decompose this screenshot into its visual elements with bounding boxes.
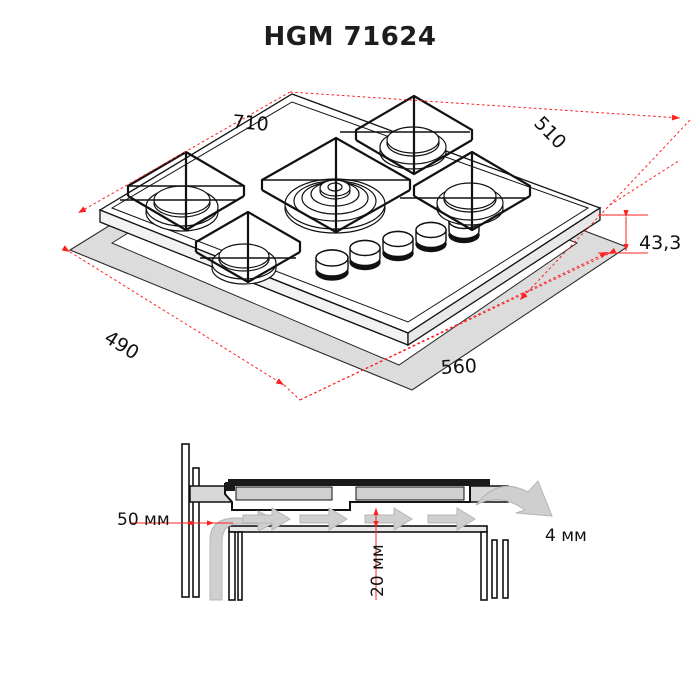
right-burner bbox=[436, 182, 504, 226]
wall bbox=[181, 443, 200, 598]
airflow-arrow bbox=[299, 507, 348, 531]
airflow-arrow bbox=[242, 507, 291, 531]
knob bbox=[349, 239, 381, 271]
knob bbox=[382, 230, 414, 262]
dim-label-710: 710 bbox=[232, 111, 270, 136]
page-title: HGM 71624 bbox=[263, 22, 437, 52]
dim-label-560: 560 bbox=[440, 355, 477, 379]
airflow-curved-arrow bbox=[209, 510, 280, 601]
pan-support-grates bbox=[120, 94, 532, 284]
airflow-arrow bbox=[364, 507, 413, 531]
airflow-arrows bbox=[209, 480, 553, 601]
cabinet-box bbox=[228, 525, 509, 601]
dim-label-50mm: 50 мм bbox=[117, 510, 170, 530]
exhaust-curved-arrow bbox=[475, 480, 553, 517]
dim-label-4mm: 4 мм bbox=[545, 526, 587, 546]
section-dimension-lines bbox=[130, 508, 379, 600]
knob bbox=[315, 249, 349, 281]
knob-row bbox=[315, 212, 480, 281]
dim-label-433: 43,3 bbox=[639, 232, 681, 254]
dim-label-20mm: 20 мм bbox=[368, 544, 388, 597]
thickness-dimension-433 bbox=[598, 210, 648, 254]
knob bbox=[415, 221, 447, 253]
airflow-arrow bbox=[427, 507, 476, 531]
cooktop-section bbox=[224, 479, 490, 511]
dimension-lines-top bbox=[61, 91, 691, 401]
